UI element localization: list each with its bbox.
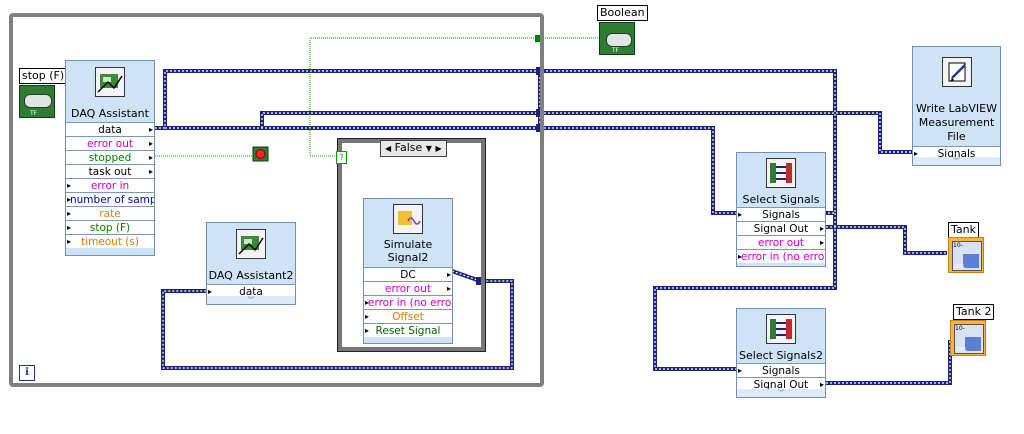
tank2-tick: 10- <box>955 325 965 332</box>
daq-assistant-icon <box>95 67 125 97</box>
daq-terminal-timeout[interactable]: ▸timeout (s) <box>66 234 154 248</box>
write-file-icon <box>941 57 972 87</box>
sim-terminal-dc[interactable]: DC▸ <box>364 267 452 281</box>
sim-terminal-error-in[interactable]: ▸error in (no erro <box>364 295 452 309</box>
daq-terminal-error-in[interactable]: ▸error in <box>66 178 154 192</box>
write-file-title-1: Write LabVIEW <box>916 102 997 115</box>
toggle-icon <box>24 94 52 108</box>
loop-stop-terminal <box>252 146 269 162</box>
stop-control-label: stop (F) <box>19 68 68 84</box>
tank2-indicator[interactable]: 10- DBL <box>950 320 986 356</box>
daq-terminal-stop[interactable]: ▸stop (F) <box>66 220 154 234</box>
select-terminal-error-in[interactable]: ▸error in (no erro <box>737 249 825 263</box>
daq-assistant2-node[interactable]: DAQ Assistant2 ▸data ︾ <box>206 222 296 305</box>
daq-terminal-error-out[interactable]: error out▸ <box>66 136 154 150</box>
select-signals-node[interactable]: Select Signals ▸Signals Signal Out▸ erro… <box>736 152 826 267</box>
select2-terminal-signals[interactable]: ▸Signals <box>737 363 825 377</box>
wire-junction <box>476 277 484 285</box>
simulate-signal-icon <box>393 204 423 234</box>
simulate-signal2-title-1: Simulate <box>383 238 433 251</box>
tank-icon: 10- DBL <box>954 324 984 354</box>
case-next-arrow[interactable]: ▶ <box>435 144 442 153</box>
write-file-title-3: File <box>947 130 966 143</box>
node-expander[interactable]: ︾ <box>913 157 1000 165</box>
daq-assistant-title: DAQ Assistant <box>71 107 149 120</box>
daq2-terminal-data[interactable]: ▸data <box>207 284 295 298</box>
boolean-indicator-terminal[interactable]: TF <box>599 22 635 55</box>
tank-mark: DBL <box>955 264 966 270</box>
daq-terminal-task-out[interactable]: task out▸ <box>66 164 154 178</box>
while-loop-frame[interactable] <box>9 13 544 387</box>
case-selector-terminal[interactable]: ? <box>336 151 347 164</box>
case-selector[interactable]: ◀ False ▼ ▶ <box>380 140 447 157</box>
select2-terminal-signal-out[interactable]: Signal Out▸ <box>737 377 825 391</box>
select-signals2-icon <box>766 314 796 344</box>
write-measurement-file-node[interactable]: Write LabVIEW Measurement File ▸Signals … <box>912 46 1001 166</box>
select-terminal-signals[interactable]: ▸Signals <box>737 207 825 221</box>
tank-label: Tank <box>948 222 979 238</box>
loop-iteration-terminal: i <box>19 365 35 381</box>
wire-to-write-file <box>540 111 913 154</box>
tank-indicator[interactable]: 10- DBL <box>948 237 984 273</box>
case-selector-value: False <box>394 141 423 154</box>
tank2-mark: DBL <box>957 347 968 353</box>
select-terminal-error-out[interactable]: error out▸ <box>737 235 825 249</box>
daq-assistant2-icon <box>236 229 266 259</box>
boolean-indicator-tf: TF <box>612 47 620 54</box>
wire-signal-out-tank2 <box>826 340 952 385</box>
select-signals-title: Select Signals <box>742 193 820 206</box>
daq-terminal-data[interactable]: data▸ <box>66 122 154 136</box>
simulate-signal2-node[interactable]: Simulate Signal2 DC▸ error out▸ ▸error i… <box>363 198 453 344</box>
sim-terminal-reset-signal[interactable]: ▸Reset Signal <box>364 323 452 337</box>
daq-terminal-number-of-samples[interactable]: ▸number of samp <box>66 192 154 206</box>
select-terminal-signal-out[interactable]: Signal Out▸ <box>737 221 825 235</box>
sim-terminal-error-out[interactable]: error out▸ <box>364 281 452 295</box>
wire-to-select-signals <box>540 126 737 215</box>
tank-tick: 10- <box>953 242 963 249</box>
case-prev-arrow[interactable]: ◀ <box>385 144 392 153</box>
wire-boolean-to-case <box>309 37 600 157</box>
boolean-wire-junction <box>535 35 542 42</box>
node-expander[interactable]: ︾ <box>737 389 825 397</box>
simulate-signal2-title-2: Signal2 <box>387 251 429 264</box>
chevron-down-icon[interactable]: ▼ <box>425 144 432 153</box>
tank2-label: Tank 2 <box>953 304 995 320</box>
wire-signal-out-tank <box>826 225 947 255</box>
stop-control-terminal[interactable]: TF <box>19 85 55 118</box>
tank-icon: 10- DBL <box>952 241 982 271</box>
write-file-title-2: Measurement <box>918 116 995 129</box>
node-expander[interactable]: ︾ <box>207 296 295 304</box>
sim-terminal-offset[interactable]: ▸Offset <box>364 309 452 323</box>
select-signals-icon <box>766 158 796 188</box>
daq-assistant2-title: DAQ Assistant2 <box>208 269 294 282</box>
select-signals2-title: Select Signals2 <box>739 349 823 362</box>
daq-terminal-stopped[interactable]: stopped▸ <box>66 150 154 164</box>
led-icon <box>606 33 632 47</box>
stop-control-tf: TF <box>30 110 38 117</box>
daq-terminal-rate[interactable]: ▸rate <box>66 206 154 220</box>
boolean-indicator-label: Boolean <box>597 5 648 21</box>
select-signals2-node[interactable]: Select Signals2 ▸Signals Signal Out▸ ︾ <box>736 308 826 398</box>
daq-assistant-node[interactable]: DAQ Assistant data▸ error out▸ stopped▸ … <box>65 60 155 256</box>
